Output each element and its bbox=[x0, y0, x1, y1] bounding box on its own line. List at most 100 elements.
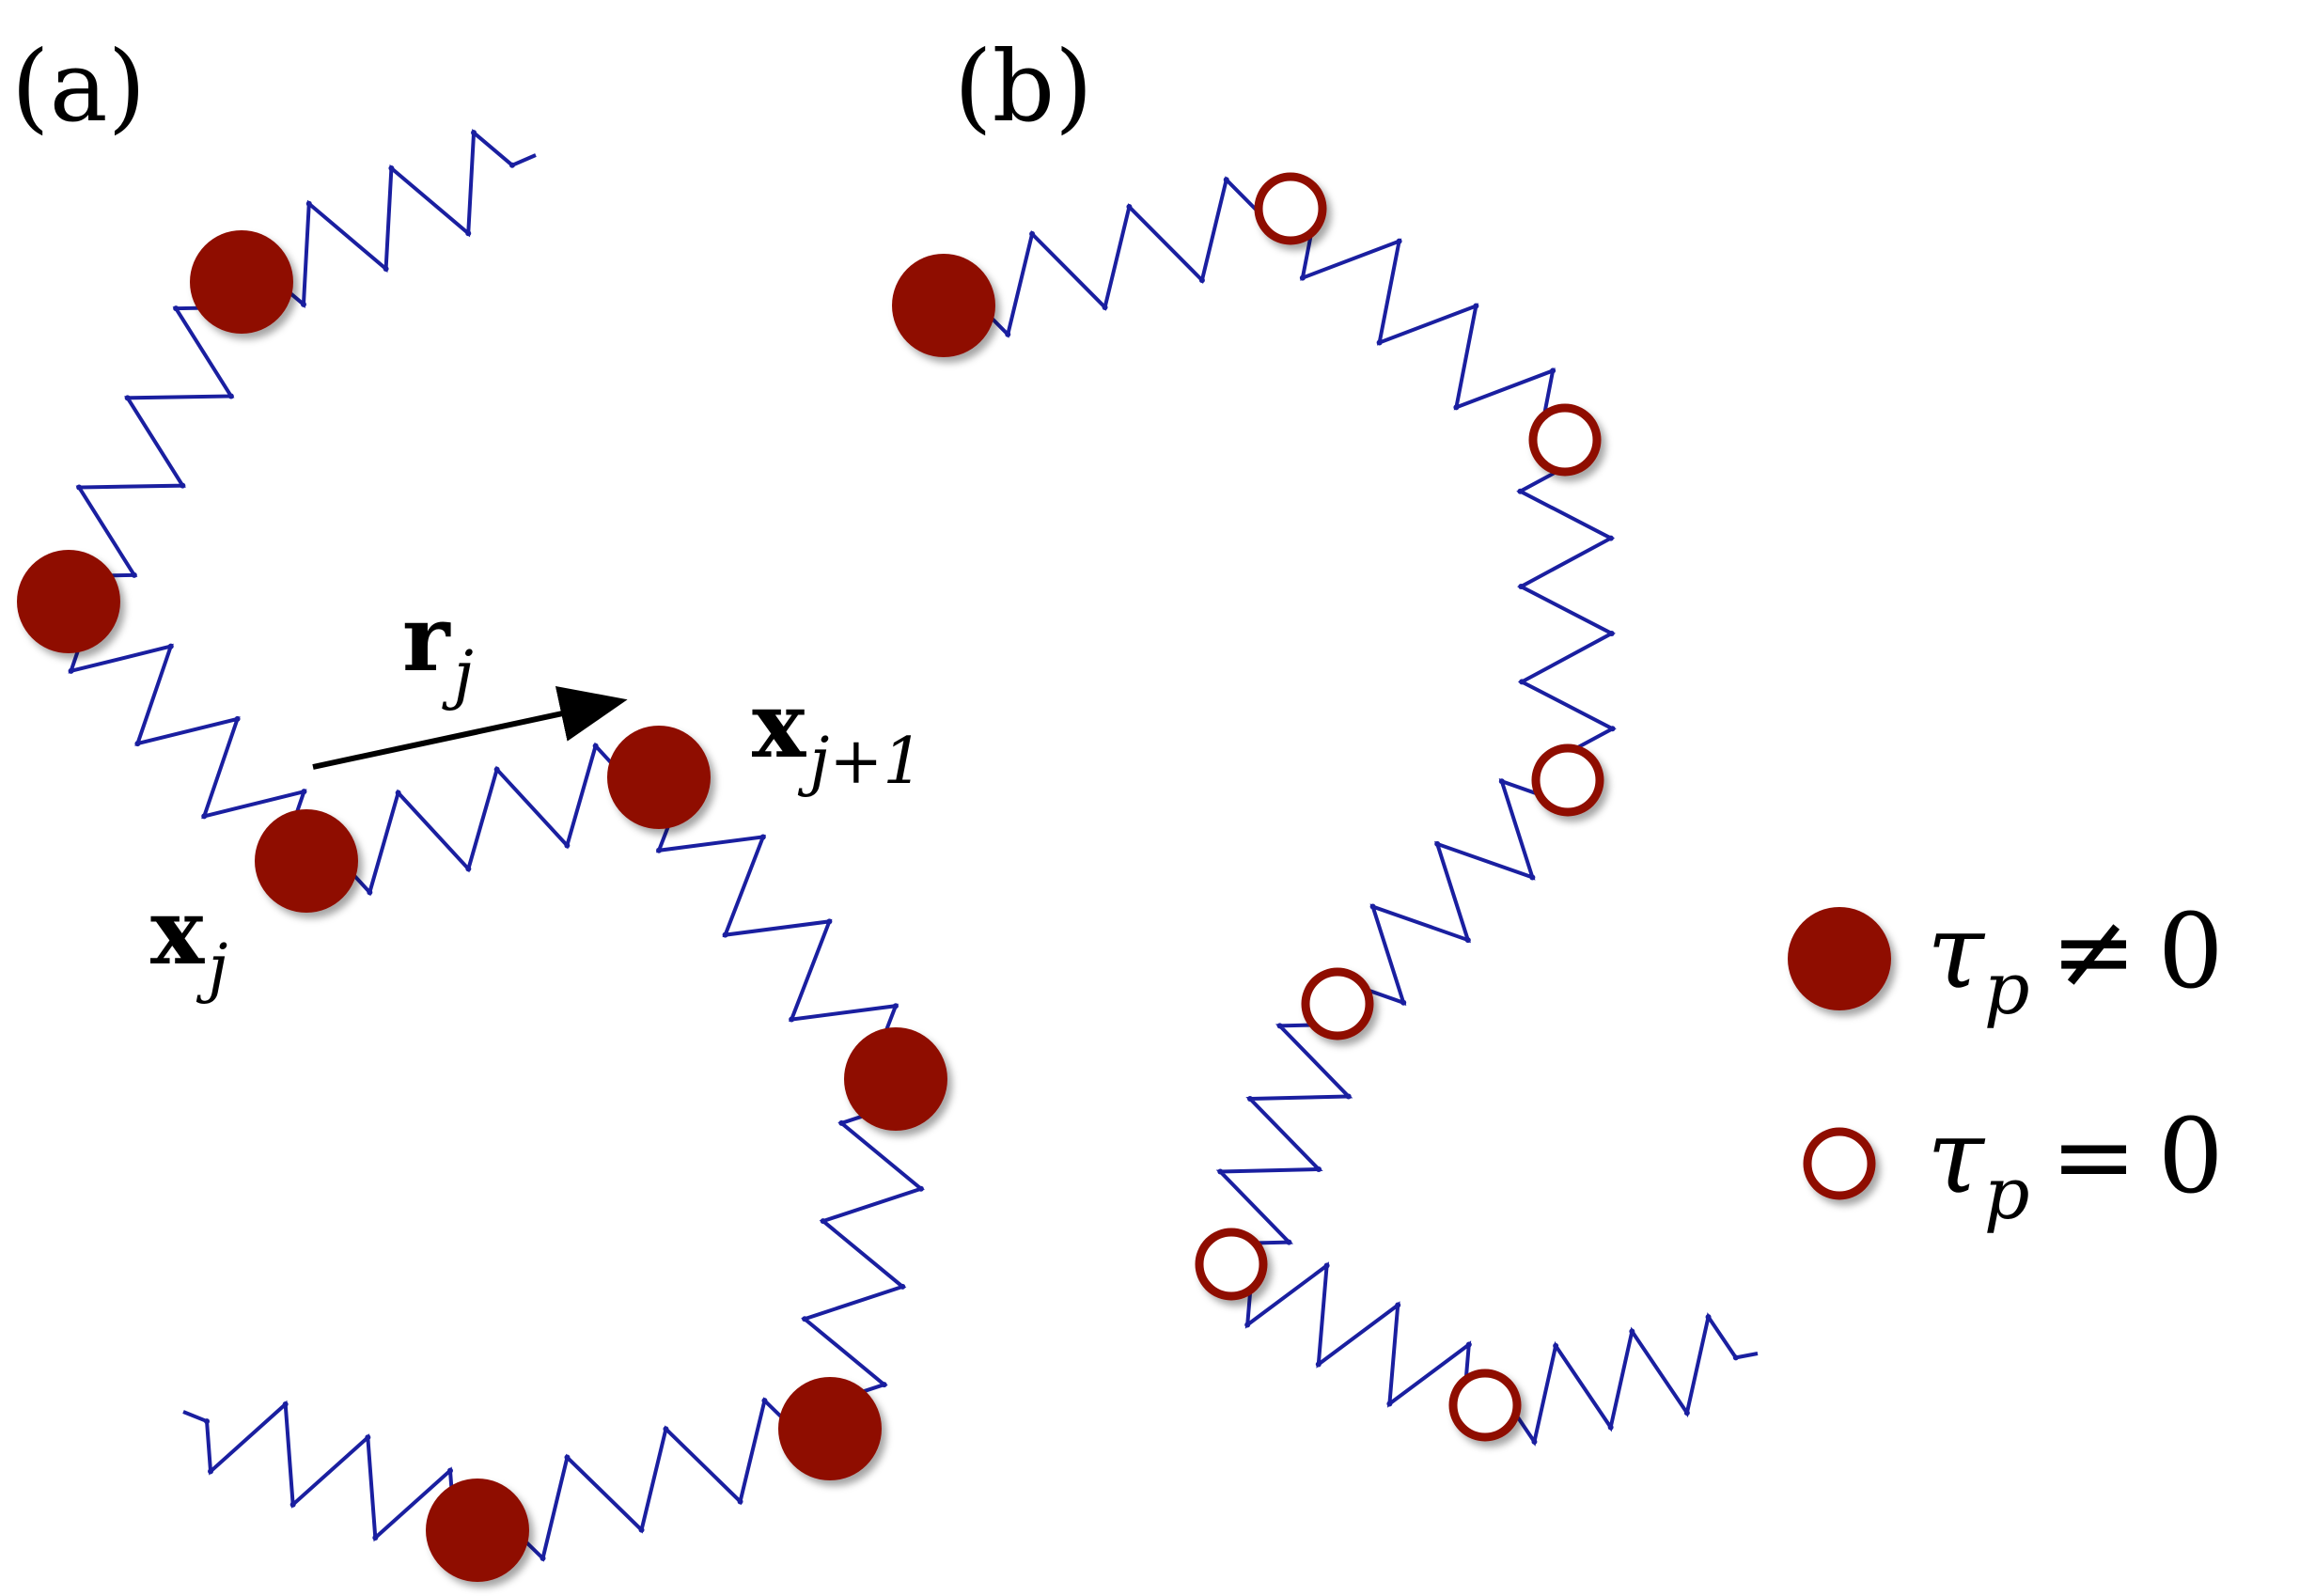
legend-open-label: τp=0 bbox=[1927, 1096, 2224, 1235]
spring-vertex bbox=[1683, 1410, 1690, 1416]
filled-bead bbox=[844, 1027, 947, 1131]
spring-vertex bbox=[1434, 840, 1441, 847]
spring-vertex bbox=[1223, 177, 1229, 183]
spring-vertex bbox=[838, 1119, 845, 1126]
spring-segment bbox=[801, 1078, 925, 1430]
spring-vertex bbox=[917, 1185, 924, 1192]
spring-segment bbox=[477, 1397, 831, 1562]
spring-vertex bbox=[131, 571, 137, 578]
spring-vertex bbox=[564, 842, 571, 849]
spring-segment bbox=[1289, 207, 1567, 442]
spring-vertex bbox=[180, 482, 186, 489]
panel-b-label: (b) bbox=[954, 29, 1093, 144]
spring-vertex bbox=[1029, 230, 1036, 237]
spring-vertex bbox=[201, 813, 208, 820]
spring-vertex bbox=[1400, 999, 1407, 1006]
open-bead bbox=[1254, 172, 1327, 245]
spring-vertex bbox=[1608, 630, 1615, 636]
spring-vertex bbox=[1217, 1168, 1224, 1175]
spring-vertex bbox=[1102, 304, 1108, 310]
x-j1-sub: j+1 bbox=[797, 725, 923, 799]
open-bead bbox=[1301, 967, 1374, 1041]
spring-vertex bbox=[300, 301, 306, 307]
spring-vertex bbox=[367, 889, 373, 896]
spring-vertex bbox=[395, 790, 401, 796]
spring-vertex bbox=[638, 1526, 645, 1533]
spring-vertex bbox=[234, 715, 241, 722]
spring-vertex bbox=[592, 743, 599, 749]
spring-vertex bbox=[1315, 1361, 1322, 1368]
legend-open-value: 0 bbox=[2158, 1096, 2224, 1216]
spring-vertex bbox=[564, 1454, 571, 1461]
spring-vertex bbox=[1607, 535, 1614, 541]
panel-a-label: (a) bbox=[11, 29, 146, 144]
spring-vertex bbox=[208, 1468, 214, 1475]
x-j-label: xj bbox=[150, 879, 227, 1006]
x-j1-main: x bbox=[752, 672, 806, 778]
spring-vertex bbox=[1126, 204, 1133, 211]
spring-vertex bbox=[1244, 1322, 1251, 1328]
filled-bead bbox=[607, 726, 711, 829]
spring-vertex bbox=[1519, 679, 1525, 685]
open-bead bbox=[1448, 1369, 1522, 1442]
spring-vertex bbox=[493, 766, 500, 773]
spring-vertex bbox=[1465, 1341, 1472, 1348]
spring-vertex bbox=[388, 164, 395, 171]
legend-open-bead-icon bbox=[1803, 1127, 1876, 1200]
spring-vertex bbox=[365, 1434, 371, 1441]
spring-vertex bbox=[1299, 274, 1306, 281]
spring-segment bbox=[655, 775, 899, 1081]
open-bead bbox=[1528, 403, 1602, 477]
spring-vertex bbox=[759, 834, 766, 840]
filled-bead bbox=[778, 1377, 882, 1480]
spring-vertex bbox=[881, 1382, 887, 1388]
spring-segment bbox=[1516, 439, 1617, 781]
spring-vertex bbox=[1453, 404, 1460, 411]
spring-vertex bbox=[124, 395, 131, 401]
spring-vertex bbox=[540, 1555, 546, 1561]
spring-segment bbox=[1484, 1312, 1759, 1447]
spring-vertex bbox=[1473, 303, 1479, 309]
spring-vertex bbox=[656, 847, 663, 853]
legend-open-symbol: τ bbox=[1927, 1096, 1986, 1216]
spring-segment bbox=[67, 600, 308, 863]
spring-segment bbox=[1215, 1003, 1353, 1265]
spring-vertex bbox=[1705, 1314, 1712, 1321]
spring-vertex bbox=[1609, 726, 1616, 732]
panel-a-beads bbox=[17, 230, 947, 1582]
r-j-label: rj bbox=[402, 586, 474, 712]
spring-vertex bbox=[663, 1426, 669, 1432]
displacement-arrow bbox=[312, 685, 628, 770]
spring-vertex bbox=[167, 643, 174, 649]
spring-vertex bbox=[1517, 488, 1524, 494]
spring-vertex bbox=[465, 866, 472, 872]
spring-vertex bbox=[1531, 1438, 1538, 1445]
spring-vertex bbox=[471, 130, 477, 136]
spring-vertex bbox=[1345, 1093, 1352, 1100]
spring-vertex bbox=[899, 1283, 906, 1290]
spring-vertex bbox=[1529, 874, 1536, 881]
spring-vertex bbox=[1629, 1328, 1635, 1335]
spring-vertex bbox=[68, 667, 74, 674]
spring-vertex bbox=[1386, 1400, 1393, 1407]
spring-vertex bbox=[1376, 339, 1383, 346]
spring-vertex bbox=[1198, 277, 1205, 284]
spring-segment bbox=[67, 281, 243, 602]
spring-vertex bbox=[372, 1534, 379, 1541]
spring-vertex bbox=[1732, 1354, 1739, 1361]
spring-vertex bbox=[1518, 584, 1525, 590]
spring-vertex bbox=[820, 1218, 826, 1225]
spring-vertex bbox=[722, 931, 728, 938]
spring-vertex bbox=[1276, 1023, 1283, 1029]
panel-b-springs bbox=[943, 176, 1759, 1447]
legend-filled-bead-icon bbox=[1788, 907, 1891, 1010]
spring-vertex bbox=[1498, 778, 1505, 785]
spring-segment bbox=[1230, 1261, 1486, 1408]
filled-bead bbox=[426, 1479, 529, 1582]
filled-bead bbox=[190, 230, 293, 334]
spring-vertex bbox=[508, 162, 515, 168]
spring-vertex bbox=[282, 1401, 289, 1408]
spring-vertex bbox=[802, 1316, 808, 1322]
spring-vertex bbox=[1369, 903, 1376, 910]
